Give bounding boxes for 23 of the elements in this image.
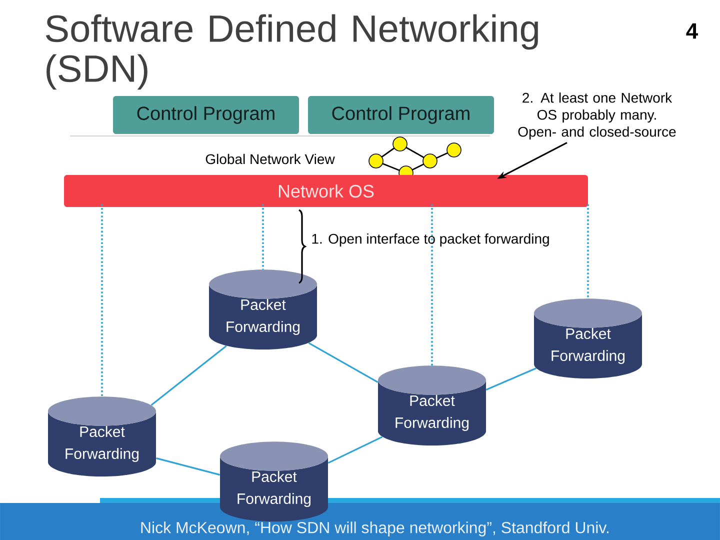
packet-forwarding-cylinder: Packet Forwarding [209,270,317,350]
packet-forwarding-cylinder: Packet Forwarding [378,366,486,446]
dotted-link [262,204,264,270]
network-view-label: Global Network View [206,154,335,164]
packet-forwarding-cylinder: Packet Forwarding [534,298,642,379]
citation: Nick McKeown, “How SDN will shape networking”, Standford Univ. [141,522,608,536]
dotted-link [431,204,433,366]
page-number: 4 [686,23,698,39]
annotation-text: 2. At least one Network OS probably many. Open- and closed-source [518,92,676,140]
control-program-box: Control Program [308,96,494,134]
slide-title: Software Defined Networking (SDN) [46,14,538,90]
network-os-bar: Network OS [64,175,588,207]
network-link [486,368,536,390]
control-program-box: Control Program [113,96,299,134]
packet-forwarding-cylinder: Packet Forwarding [48,396,156,477]
network-link [308,342,378,383]
packet-forwarding-cylinder: Packet Forwarding [220,442,328,522]
dotted-link [587,204,589,298]
network-link [150,345,227,406]
network-link [156,457,220,476]
dotted-link [101,204,103,396]
interface-label: 1. Open interface to packet forwarding [312,233,549,247]
network-link [328,436,383,464]
